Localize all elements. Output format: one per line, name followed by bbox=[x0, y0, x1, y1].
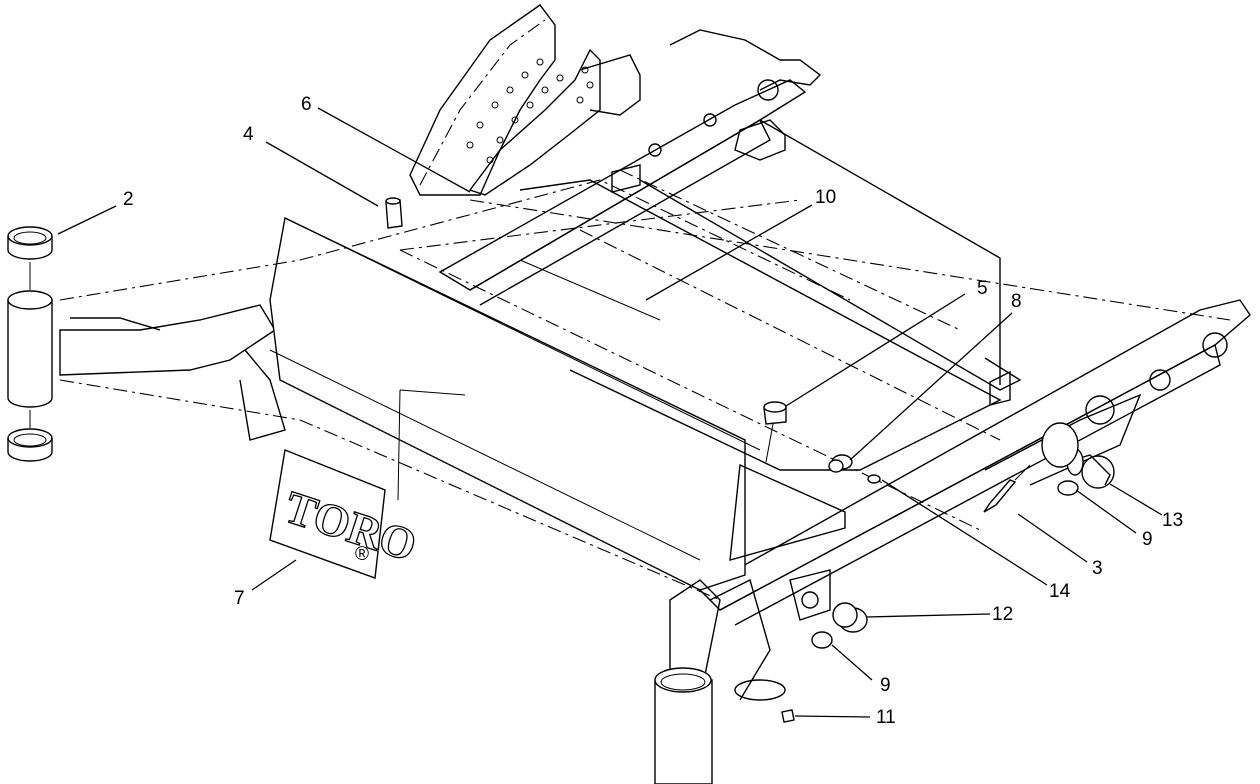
pivot-tube-front bbox=[654, 667, 713, 784]
bushing-bottom bbox=[7, 428, 53, 462]
pivot-tube-left bbox=[7, 262, 53, 428]
callout-6: 6 bbox=[301, 94, 312, 115]
callout-13: 13 bbox=[1162, 510, 1183, 531]
callout-2: 2 bbox=[123, 189, 134, 210]
leader-lines bbox=[57, 107, 1163, 718]
callouts: 2 4 6 10 5 8 13 9 3 14 12 9 11 7 bbox=[123, 94, 1183, 728]
grease-fitting bbox=[781, 709, 795, 723]
callout-7: 7 bbox=[234, 588, 245, 609]
callout-8: 8 bbox=[1011, 291, 1022, 312]
seat-adjust-plate bbox=[409, 4, 641, 196]
flanged-bushing-right bbox=[1041, 422, 1115, 489]
decal-registered-mark: ® bbox=[355, 544, 369, 565]
callout-9-upper: 9 bbox=[1142, 529, 1153, 550]
callout-11: 11 bbox=[876, 707, 896, 728]
roll-pin bbox=[983, 464, 1031, 513]
flanged-bushing-front bbox=[832, 602, 868, 633]
grommet bbox=[828, 454, 853, 473]
callout-9-lower: 9 bbox=[880, 675, 891, 696]
callout-10: 10 bbox=[815, 187, 836, 208]
callout-3: 3 bbox=[1092, 558, 1103, 579]
bumper-stop bbox=[385, 197, 403, 229]
cap-plug bbox=[763, 401, 787, 463]
bushing-top bbox=[7, 226, 53, 260]
retaining-ring-right bbox=[1057, 480, 1079, 496]
frame-assembly bbox=[59, 29, 1251, 701]
toro-decal: TORO ® bbox=[269, 449, 423, 579]
callout-5: 5 bbox=[977, 278, 988, 299]
callout-4: 4 bbox=[243, 124, 254, 145]
panel-fold-line bbox=[519, 259, 661, 321]
callout-12: 12 bbox=[992, 604, 1013, 625]
retaining-ring-front bbox=[811, 631, 833, 649]
panel-edge-line bbox=[397, 389, 466, 501]
callout-14: 14 bbox=[1049, 581, 1071, 602]
washer bbox=[867, 474, 881, 484]
